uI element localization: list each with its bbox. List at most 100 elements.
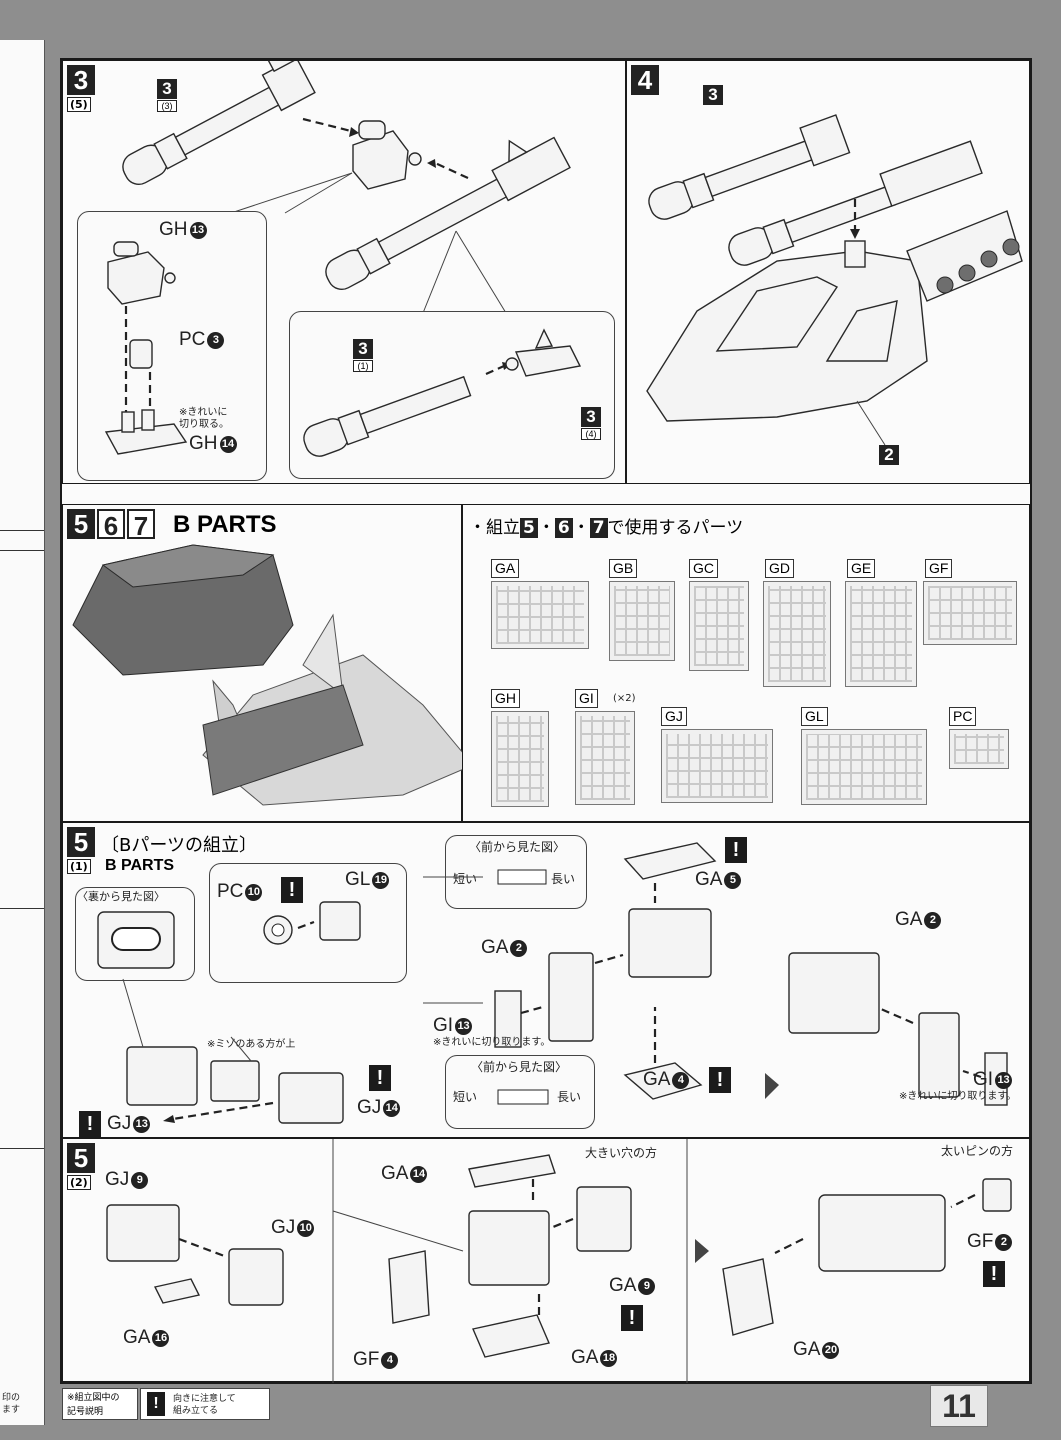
runner-label-gj: GJ (661, 707, 687, 726)
orientation-warning-icon: ! (147, 1392, 165, 1416)
step-title: 〔Bパーツの組立〕 (101, 835, 257, 856)
runner-label-gi: GI (575, 689, 598, 708)
orientation-warning-icon: ! (281, 877, 303, 903)
orientation-warning-icon: ! (725, 837, 747, 863)
pc10-bubble (209, 863, 407, 983)
runner-pc (949, 729, 1009, 769)
page-number: 11 (930, 1385, 988, 1427)
adjacent-page-strip (0, 40, 45, 1425)
groove-note: ※ミゾのある方が上 (207, 1039, 296, 1050)
front-view-label-top: 〈前から見た図〉 (469, 840, 566, 854)
legend-box: ! 向きに注意して 組み立てる (140, 1388, 270, 1420)
runner-gl (801, 729, 927, 805)
step-number: 4 (631, 65, 659, 95)
front-view-bubble-bottom (445, 1055, 595, 1129)
runner-label-pc: PC (949, 707, 977, 726)
step-ref-2: 2 (879, 445, 899, 465)
step-sub: (5) (67, 97, 91, 112)
runner-label-ga: GA (491, 559, 520, 578)
legend-label: ※組立図中の 記号説明 (62, 1388, 138, 1420)
runner-label-gc: GC (689, 559, 718, 578)
step-number: 5 (67, 827, 95, 857)
cut-note: ※きれいに 切り取る。 (179, 407, 229, 430)
divider (0, 1148, 44, 1149)
step-sub: (2) (67, 1175, 91, 1190)
orientation-warning-icon: ! (79, 1111, 101, 1137)
step-5-1-left-drawing (122, 978, 344, 1124)
orientation-warning-icon: ! (621, 1305, 643, 1331)
runner-ga (491, 581, 589, 649)
step-sub: (1) (67, 859, 91, 874)
adjacent-page-text: 印の ます (2, 1393, 21, 1415)
bparts-illustration (72, 544, 463, 806)
front-view-label-bottom: 〈前から見た図〉 (471, 1060, 568, 1074)
bparts-panel: 5 6 7 B PARTS (62, 504, 463, 822)
back-view-bubble (75, 887, 195, 981)
runner-gh (491, 711, 549, 807)
runner-label-ge: GE (847, 559, 876, 578)
cut-note: ※きれいに切り取ります。 (433, 1037, 551, 1048)
step-3-panel: 3 (5) 3(3) (62, 60, 626, 484)
runner-label-gh: GH (491, 689, 520, 708)
back-view-label: 〈裏から見た図〉 (77, 890, 165, 903)
runner-gf (923, 581, 1017, 645)
runner-gd (763, 581, 831, 687)
front-view-bubble-top (445, 835, 587, 909)
divider (0, 530, 44, 531)
runner-gb (609, 581, 675, 661)
step-number-7: 7 (127, 509, 155, 541)
runner-gj (661, 729, 773, 803)
step-ref-3: 3 (703, 85, 723, 105)
bparts-title: B PARTS (173, 511, 277, 538)
step-3-drawing (122, 61, 571, 314)
step-5-1-mid-drawing (423, 842, 1008, 1106)
callout-bubble-gh (77, 211, 267, 481)
orientation-warning-icon: ! (369, 1065, 391, 1091)
divider (0, 550, 44, 551)
callout-bubble-barrel (289, 311, 615, 479)
runner-label-gl: GL (801, 707, 828, 726)
runner-label-gb: GB (609, 559, 638, 578)
step-number: 5 (67, 1143, 95, 1173)
divider (0, 908, 44, 909)
legend-text: 向きに注意して 組み立てる (173, 1394, 236, 1416)
runner-gc (689, 581, 749, 671)
runner-ge (845, 581, 917, 687)
instruction-page: 3 (5) 3(3) (60, 58, 1032, 1384)
runner-label-gf: GF (925, 559, 953, 578)
step-4-panel: 4 3 (626, 60, 1030, 484)
step-number-6: 6 (97, 509, 125, 541)
step-subtitle: B PARTS (105, 857, 175, 874)
step-5-2-drawing (106, 1139, 1012, 1383)
long-label: 長い (557, 1090, 582, 1104)
orientation-warning-icon: ! (983, 1261, 1005, 1287)
step-number: 3 (67, 65, 95, 95)
runner-label-gd: GD (765, 559, 794, 578)
step-ref-3-1: 3(1) (353, 339, 373, 372)
short-label: 短い (453, 1090, 478, 1104)
